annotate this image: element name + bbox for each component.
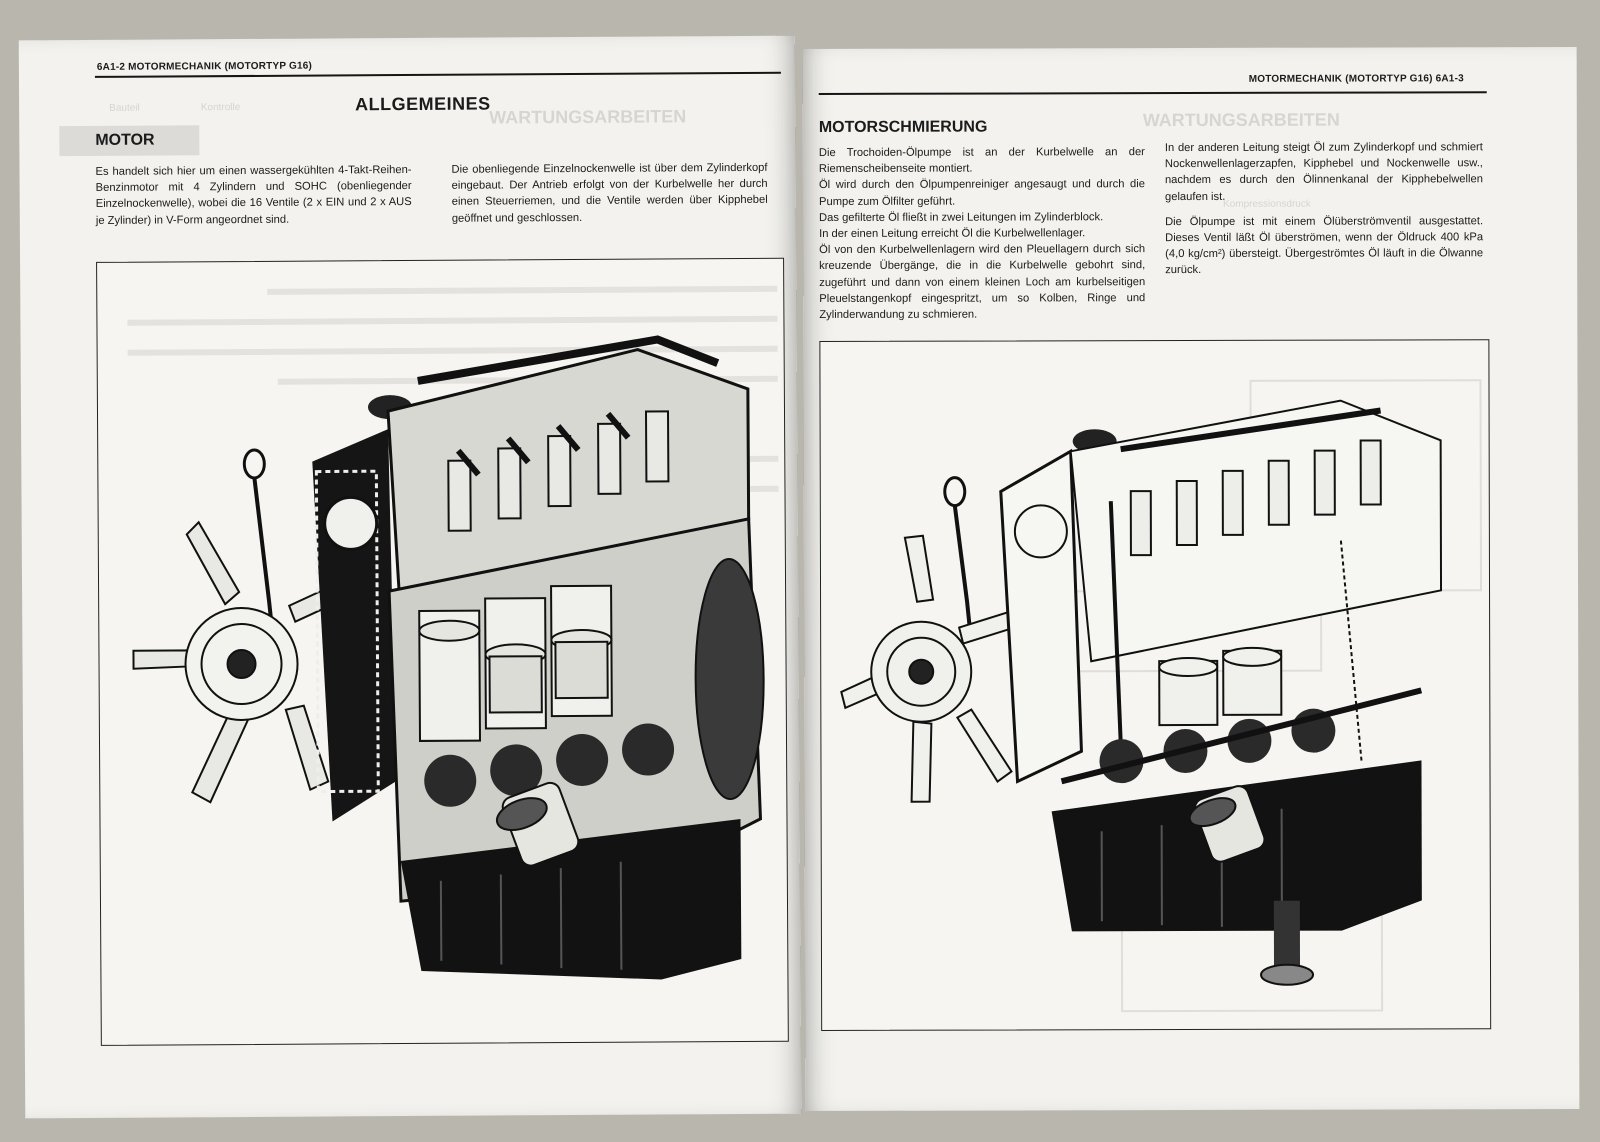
lubrication-figure [819,339,1492,1031]
paragraph: Öl von den Kurbelwellenlagern wird den P… [819,243,1146,322]
paragraph: Öl wird durch den Ölpumpenreiniger anges… [818,178,1145,208]
text-column-2: Die obenliegende Einzelnockenwelle ist ü… [451,160,767,236]
header-rule [818,91,1487,95]
right-page: MOTORMECHANIK (MOTORTYP G16) 6A1-3 WARTU… [802,46,1580,1112]
paragraph: Die obenliegende Einzelnockenwelle ist ü… [451,161,768,225]
engine-cutaway-illustration-icon [127,285,779,980]
show-through-text: WARTUNGSARBEITEN [1142,109,1340,131]
section-title-lubrication: MOTORSCHMIERUNG [818,118,988,136]
header-rule [94,71,781,78]
paragraph: Die Ölpumpe ist mit einem Ölüberströmven… [1165,215,1484,277]
text-column-1: Die Trochoiden-Ölpumpe ist an der Kurbel… [819,144,1145,323]
engine-lubrication-illustration-icon [840,379,1483,1013]
paragraph: In der anderen Leitung steigt Öl zum Zyl… [1164,141,1483,203]
engine-figure [96,257,789,1046]
left-page: 6A1-2 MOTORMECHANIK (MOTORTYP G16) ALLGE… [18,35,802,1119]
paragraph: Die Trochoiden-Ölpumpe ist an der Kurbel… [818,146,1145,176]
text-column-1: Es handelt sich hier um einen wassergekü… [95,162,411,238]
paragraph: Es handelt sich hier um einen wassergekü… [95,163,412,227]
section-title-motor: MOTOR [95,131,155,149]
page-header-right: MOTORMECHANIK (MOTORTYP G16) 6A1-3 [1248,73,1464,85]
paragraph: Das gefilterte Öl fließt in zwei Leitung… [819,211,1104,224]
text-column-2: In der anderen Leitung steigt Öl zum Zyl… [1165,139,1483,287]
page-header-left: 6A1-2 MOTORMECHANIK (MOTORTYP G16) [96,60,313,73]
paragraph: In der einen Leitung erreicht Öl die Kur… [819,227,1086,240]
